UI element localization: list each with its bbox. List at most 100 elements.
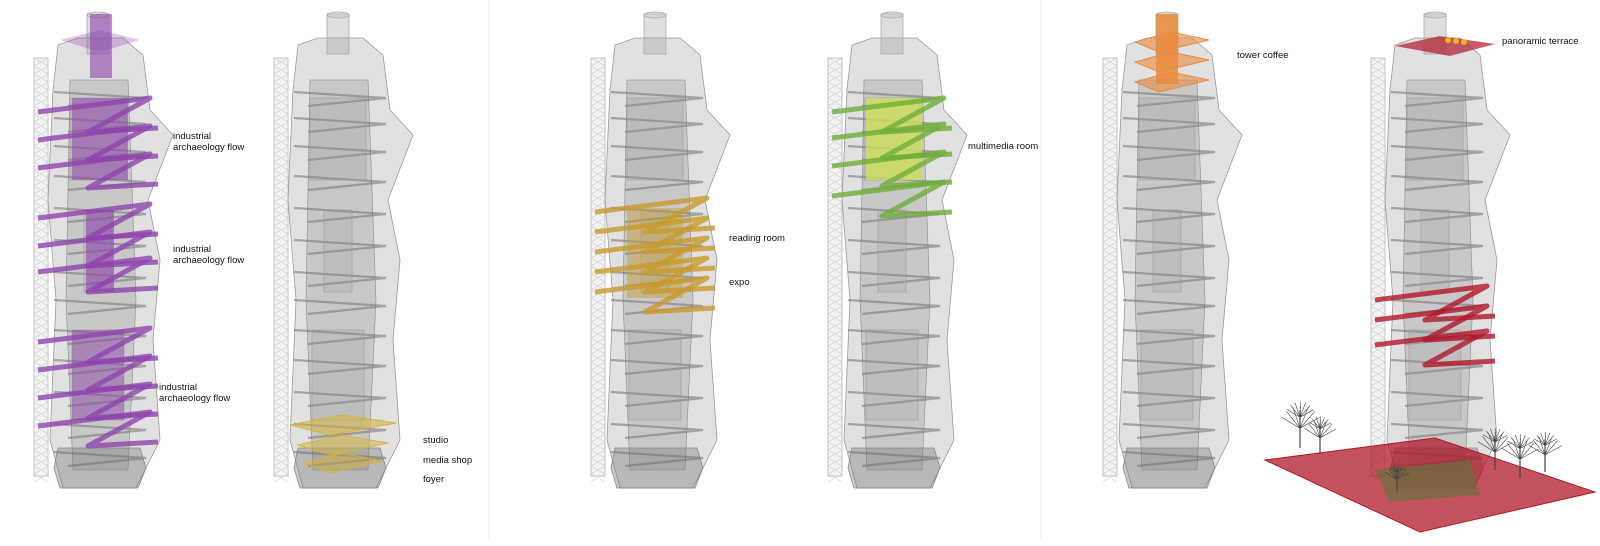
tree-crown (1384, 462, 1410, 480)
structure-beam (610, 358, 704, 376)
silo-lower (1140, 329, 1194, 421)
structure-beam (610, 144, 704, 162)
chimney (880, 13, 904, 55)
tower-5 (1102, 11, 1243, 489)
tower-base (293, 447, 387, 489)
terrace-flower (1453, 38, 1459, 44)
structure-beam (610, 174, 704, 192)
silo-upper (1406, 97, 1464, 181)
studio-slab (289, 414, 397, 436)
structure-beam (293, 270, 387, 288)
structure-beam (53, 328, 147, 346)
tower-base (610, 447, 704, 489)
label-multimedia-room: multimedia room (968, 141, 1039, 152)
ia-roof-slab (60, 30, 140, 52)
tree (1528, 432, 1562, 472)
tree-crown (1304, 416, 1336, 439)
tree-crown (1501, 433, 1539, 460)
silo-upper (1138, 97, 1196, 181)
structure-beam (293, 358, 387, 376)
tower-4 (827, 11, 968, 489)
silo-upper (626, 97, 684, 181)
structure-beam (1390, 174, 1484, 192)
reading-expo-ramp (594, 275, 716, 315)
structure-beam (1390, 116, 1484, 134)
foyer-slab (302, 452, 383, 474)
ia-chimney-fill (90, 14, 112, 78)
chimney-top (643, 11, 667, 19)
label-panoramic-terrace: panoramic terrace (1502, 36, 1579, 47)
coffee-slab (1133, 51, 1210, 73)
silo-middle (877, 209, 907, 293)
structure-beam (847, 270, 941, 288)
lattice-frame (273, 57, 289, 477)
lattice-frame (827, 57, 843, 477)
structure-beam (1122, 238, 1216, 256)
structure-beam (847, 238, 941, 256)
tree (1384, 462, 1410, 492)
silo-middle (323, 209, 353, 293)
chimney-top (1423, 11, 1447, 19)
chimney-top (880, 11, 904, 19)
tree (1501, 433, 1539, 478)
label-expo: expo (729, 277, 750, 288)
tower-6 (1263, 11, 1597, 533)
structure-beam (1122, 116, 1216, 134)
ia-ramp (37, 151, 159, 191)
tower-1 (33, 11, 174, 489)
label-reading-room: reading room (729, 233, 785, 244)
structure-beam (847, 328, 941, 346)
lattice-bracing (1370, 57, 1386, 483)
structure-beam (1122, 358, 1216, 376)
garden-patch (1375, 460, 1480, 502)
lattice-frame (1102, 57, 1118, 477)
lattice-bracing (1102, 57, 1118, 483)
structure-beam (1122, 298, 1216, 316)
silo-upper (309, 97, 367, 181)
label-foyer: foyer (423, 474, 445, 485)
structure-beam (293, 238, 387, 256)
structure-beam (1122, 328, 1216, 346)
structure-beam (610, 328, 704, 346)
tower-base (53, 447, 147, 489)
tree (1304, 416, 1336, 454)
silo-lower (311, 329, 365, 421)
coffee-slab (1133, 71, 1210, 93)
chimney-top (326, 11, 350, 19)
structure-beam (1390, 238, 1484, 256)
structure-beam (847, 358, 941, 376)
tree-crown (1477, 427, 1513, 453)
structure-beam (610, 116, 704, 134)
silo-lower (1408, 329, 1462, 421)
label-media-shop: media shop (423, 455, 473, 466)
media-shop-slab (296, 434, 389, 456)
panoramic-slab (1395, 36, 1495, 56)
structure-beam (1390, 270, 1484, 288)
structure-beam (293, 144, 387, 162)
structure-beam (293, 298, 387, 316)
structure-beam (293, 450, 387, 468)
structure-beam (1122, 90, 1216, 108)
structure-beam (1390, 90, 1484, 108)
structure-beam (1390, 390, 1484, 408)
ia-ramp (37, 255, 159, 295)
structure-beam (847, 298, 941, 316)
structure-beam (1122, 450, 1216, 468)
structure-beam (1122, 174, 1216, 192)
structure-beam (610, 390, 704, 408)
lattice-frame (590, 57, 606, 477)
structure-beam (1390, 358, 1484, 376)
ia-volume-1 (72, 98, 128, 180)
tower-base (1122, 447, 1216, 489)
label-industrial-archaeology-flow-2: industrial archaeology flow (173, 244, 245, 266)
tower-shell (287, 37, 414, 489)
terrace-flower (1461, 39, 1467, 45)
structure-beam (293, 116, 387, 134)
panel-divider (1040, 0, 1041, 541)
silo-lower (865, 329, 919, 421)
tree (1477, 427, 1513, 470)
silo-middle (1420, 209, 1450, 293)
label-tower-coffee: tower coffee (1237, 50, 1289, 61)
